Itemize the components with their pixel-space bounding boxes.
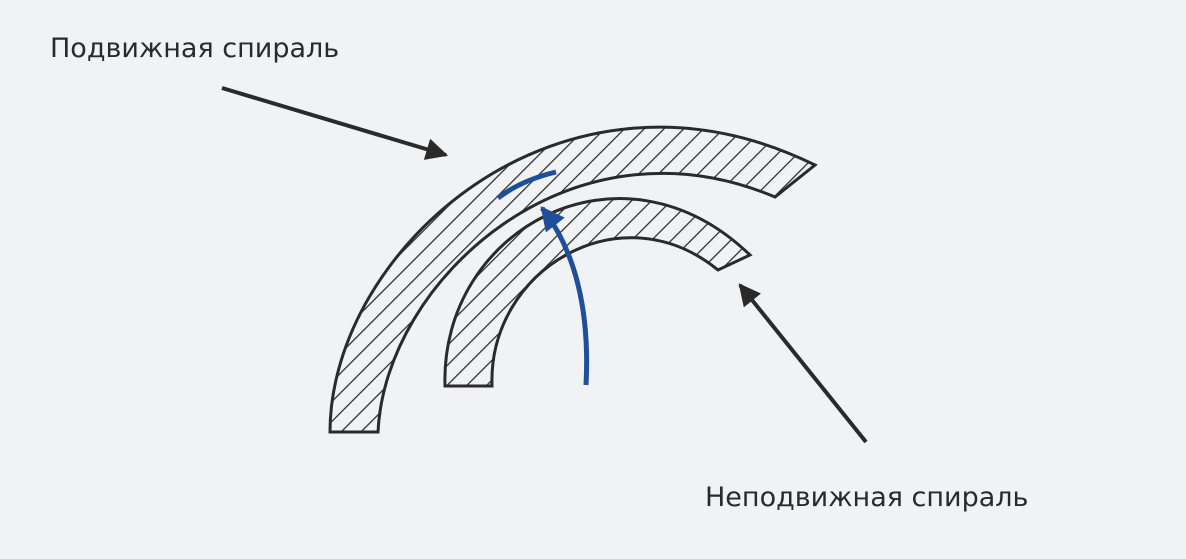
moving-spiral — [328, 125, 818, 434]
fixed-spiral-pointer-arrow — [738, 283, 868, 444]
fixed-spiral-label: Неподвижная спираль — [705, 482, 1029, 513]
fixed-spiral — [443, 197, 753, 388]
moving-spiral-label: Подвижная спираль — [50, 33, 340, 64]
gap-flow-segment — [496, 169, 557, 200]
moving-spiral-pointer-arrow — [221, 86, 449, 160]
flow-arrow — [540, 206, 590, 386]
